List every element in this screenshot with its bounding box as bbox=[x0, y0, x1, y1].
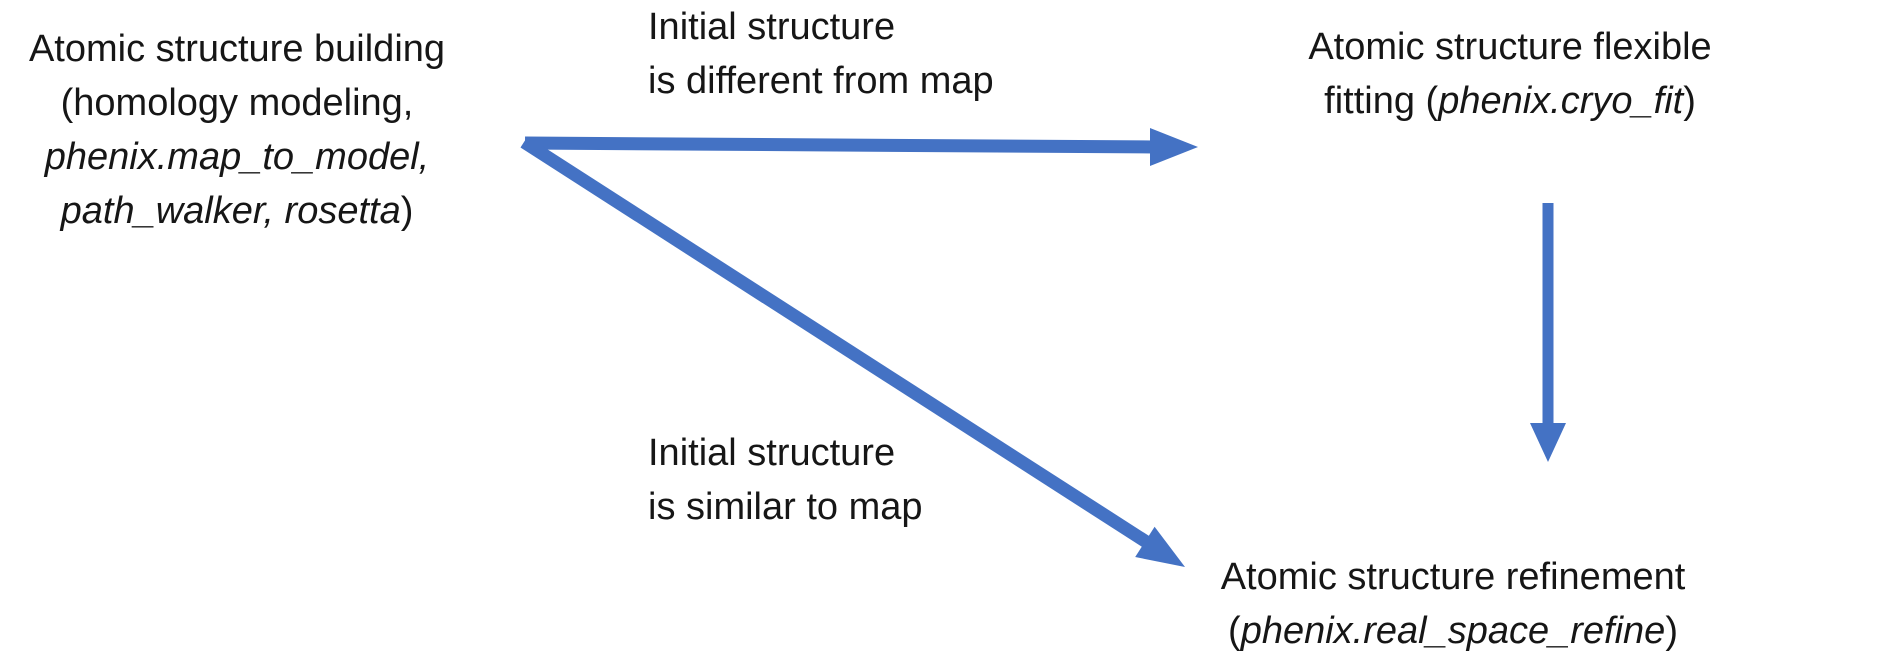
refinement-node-line1: Atomic structure refinement bbox=[1220, 556, 1686, 598]
building-node-line4: path_walker, rosetta) bbox=[60, 190, 414, 232]
fitting-node-line1: Atomic structure flexible bbox=[1308, 26, 1712, 68]
fitting-node-line2: fitting (phenix.cryo_fit) bbox=[1324, 80, 1696, 122]
flexible-fitting-node: Atomic structure flexible fitting (pheni… bbox=[1278, 20, 1742, 128]
arrow-building-to-refinement-icon bbox=[520, 136, 1185, 567]
arrow-building-to-fitting-icon bbox=[524, 128, 1198, 166]
building-node: Atomic structure building (homology mode… bbox=[4, 22, 470, 238]
similar-to-map-label: Initial structure is similar to map bbox=[648, 426, 923, 534]
different-label-line2: is different from map bbox=[648, 60, 994, 102]
building-node-line2: (homology modeling, bbox=[60, 82, 414, 124]
similar-label-line1: Initial structure bbox=[648, 432, 896, 474]
refinement-node: Atomic structure refinement (phenix.real… bbox=[1218, 550, 1688, 658]
refinement-node-line2: (phenix.real_space_refine) bbox=[1228, 610, 1678, 652]
building-node-line3: phenix.map_to_model, bbox=[44, 136, 430, 178]
arrow-fitting-to-refinement-icon bbox=[1530, 203, 1566, 462]
building-node-line1: Atomic structure building bbox=[28, 28, 446, 70]
different-label-line1: Initial structure bbox=[648, 6, 896, 48]
different-from-map-label: Initial structure is different from map bbox=[648, 0, 994, 108]
similar-label-line2: is similar to map bbox=[648, 486, 923, 528]
